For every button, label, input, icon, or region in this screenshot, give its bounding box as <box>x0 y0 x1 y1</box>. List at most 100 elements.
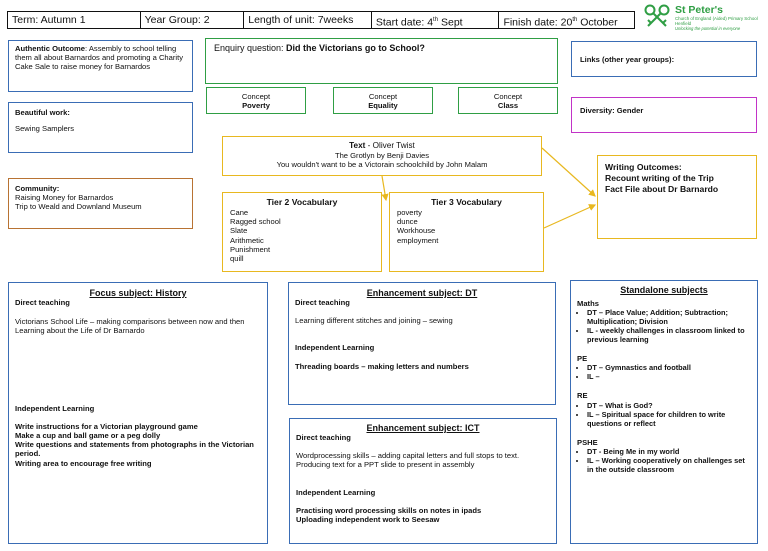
diversity-box: Diversity: Gender <box>571 97 757 133</box>
subject-item: IL – Spiritual space for children to wri… <box>587 410 751 428</box>
school-place: Henfield <box>675 21 692 26</box>
community-title: Community: <box>15 184 60 193</box>
beautiful-work-text: Sewing Samplers <box>15 124 75 134</box>
vocab-word: Cane <box>230 208 249 217</box>
il-line: Uploading independent work to Seesaw <box>296 515 440 525</box>
concept-value: Poverty <box>242 101 270 111</box>
term-cell: Term: Autumn 1 <box>8 12 141 28</box>
enhancement-ict-box: Enhancement subject: ICT Direct teaching… <box>289 418 557 544</box>
direct-teaching-label: Direct teaching <box>15 298 70 307</box>
community-box: Community: Raising Money for Barnardos T… <box>8 178 193 229</box>
independent-learning-label: Independent Learning <box>296 487 376 497</box>
direct-teaching-line: Victorians School Life – making comparis… <box>15 317 245 327</box>
direct-teaching-label: Direct teaching <box>295 298 350 307</box>
enquiry-question-box: Enquiry question: Did the Victorians go … <box>205 38 558 84</box>
focus-subject-history-box: Focus subject: History Direct teaching V… <box>8 282 268 544</box>
links-label: Links (other year groups): <box>580 55 675 64</box>
writing-outcomes-title: Writing Outcomes: <box>605 162 682 172</box>
subject-item: DT - Being Me in my world <box>587 447 751 456</box>
text-line: The Grotlyn by Benji Davies <box>334 151 430 160</box>
school-logo-text: St Peter's Church of England (Aided) Pri… <box>675 4 767 32</box>
school-name: St Peter's <box>675 4 724 16</box>
independent-learning-label: Independent Learning <box>295 343 375 353</box>
concept-label: Concept <box>493 92 523 101</box>
concept-label: Concept <box>241 92 271 101</box>
authentic-outcome-box: Authentic Outcome: Assembly to school te… <box>8 40 193 92</box>
standalone-title: Standalone subjects <box>620 285 708 295</box>
vocab-word: dunce <box>397 217 418 227</box>
vocab-word: Ragged school <box>230 217 281 227</box>
subject-name-pshe: PSHE <box>577 437 598 447</box>
school-subtitle: Church of England (Aided) Primary School <box>675 16 758 21</box>
text-line: You wouldn't want to be a Victorain scho… <box>276 160 488 170</box>
authentic-outcome-text: : Assembly to school telling them all ab… <box>15 44 184 72</box>
vocab-word: Arithmetic <box>230 235 264 245</box>
enhancement-ict-title: Enhancement subject: ICT <box>366 423 480 433</box>
links-box: Links (other year groups): <box>571 41 757 77</box>
length-cell: Length of unit: 7weeks <box>244 12 372 28</box>
authentic-outcome-title: Authentic Outcome <box>15 44 86 53</box>
vocab-word: Slate <box>230 226 248 236</box>
vocab-word: Punishment <box>230 244 271 254</box>
re-list: DT – What is God? IL – Spiritual space f… <box>577 401 751 428</box>
enhancement-dt-title: Enhancement subject: DT <box>366 288 478 298</box>
enquiry-label: Enquiry question: <box>214 43 287 53</box>
direct-teaching-text: Learning different stitches and joining … <box>295 316 453 326</box>
vocab-word: employment <box>397 235 439 245</box>
concept-label: Concept <box>368 92 398 101</box>
year-group-cell: Year Group: 2 <box>141 12 245 28</box>
arrow-text-to-writing <box>541 147 596 197</box>
community-line: Raising Money for Barnardos <box>15 193 114 203</box>
focus-subject-title: Focus subject: History <box>89 288 187 298</box>
direct-teaching-text: Wordprocessing skills – adding capital l… <box>296 451 520 470</box>
writing-outcomes-box: Writing Outcomes: Recount writing of the… <box>597 155 757 239</box>
subject-item: DT – What is God? <box>587 401 751 410</box>
vocab-word: quill <box>230 254 244 264</box>
concept-value: Class <box>497 101 519 111</box>
subject-item: DT – Gymnastics and football <box>587 363 751 372</box>
subject-item: IL - weekly challenges in classroom link… <box>587 326 751 344</box>
school-key-logo-icon <box>644 4 670 27</box>
pe-list: DT – Gymnastics and football IL – <box>577 363 751 381</box>
subject-name-maths: Maths <box>577 299 599 308</box>
community-line: Trip to Weald and Downland Museum <box>15 202 142 212</box>
beautiful-work-title: Beautiful work: <box>15 108 70 117</box>
tier3-title: Tier 3 Vocabulary <box>431 197 502 207</box>
finish-date-cell: Finish date: 20th October <box>503 16 618 29</box>
il-text: Threading boards – making letters and nu… <box>295 361 469 371</box>
standalone-subjects-box: Standalone subjects Maths DT – Place Val… <box>570 280 758 544</box>
subject-item: IL – Working cooperatively on challenges… <box>587 456 751 474</box>
subject-item: IL – <box>587 372 751 381</box>
school-motto: Unlocking the potential in everyone <box>675 26 741 31</box>
tier3-vocabulary-box: Tier 3 Vocabulary poverty dunce Workhous… <box>389 192 544 272</box>
il-line: Writing area to encourage free writing <box>15 458 152 468</box>
arrow-tier3-to-writing <box>543 204 597 229</box>
text-box: Text - Oliver Twist The Grotlyn by Benji… <box>222 136 542 176</box>
subject-item: DT – Place Value; Addition; Subtraction;… <box>587 308 751 326</box>
concept-box-equality: Concept Equality <box>333 87 433 114</box>
writing-outcome-item: Recount writing of the Trip <box>605 173 714 183</box>
unit-header: Term: Autumn 1 Year Group: 2 Length of u… <box>7 11 635 29</box>
il-line: Write instructions for a Victorian playg… <box>15 421 198 431</box>
concept-value: Equality <box>368 101 398 111</box>
independent-learning-label: Independent Learning <box>15 403 95 413</box>
direct-teaching-label: Direct teaching <box>296 433 351 442</box>
il-line: Make a cup and ball game or a peg dolly <box>15 431 161 441</box>
enquiry-question: Did the Victorians go to School? <box>286 43 425 53</box>
text-title: Oliver Twist <box>372 141 415 150</box>
il-line: Practising word processing skills on not… <box>296 505 482 515</box>
il-line: Write questions and statements from phot… <box>15 440 254 459</box>
start-date-cell: Start date: 4th Sept <box>372 12 500 29</box>
pshe-list: DT - Being Me in my world IL – Working c… <box>577 447 751 474</box>
enhancement-dt-box: Enhancement subject: DT Direct teaching … <box>288 282 556 405</box>
diversity-label: Diversity: Gender <box>580 106 644 115</box>
subject-name-re: RE <box>577 391 588 401</box>
vocab-word: Workhouse <box>397 226 436 236</box>
arrow-text-to-tier3 <box>381 175 389 202</box>
concept-box-class: Concept Class <box>458 87 558 114</box>
concept-box-poverty: Concept Poverty <box>206 87 306 114</box>
subject-name-pe: PE <box>577 354 588 364</box>
vocab-word: poverty <box>397 208 422 217</box>
tier2-vocabulary-box: Tier 2 Vocabulary Cane Ragged school Sla… <box>222 192 382 272</box>
